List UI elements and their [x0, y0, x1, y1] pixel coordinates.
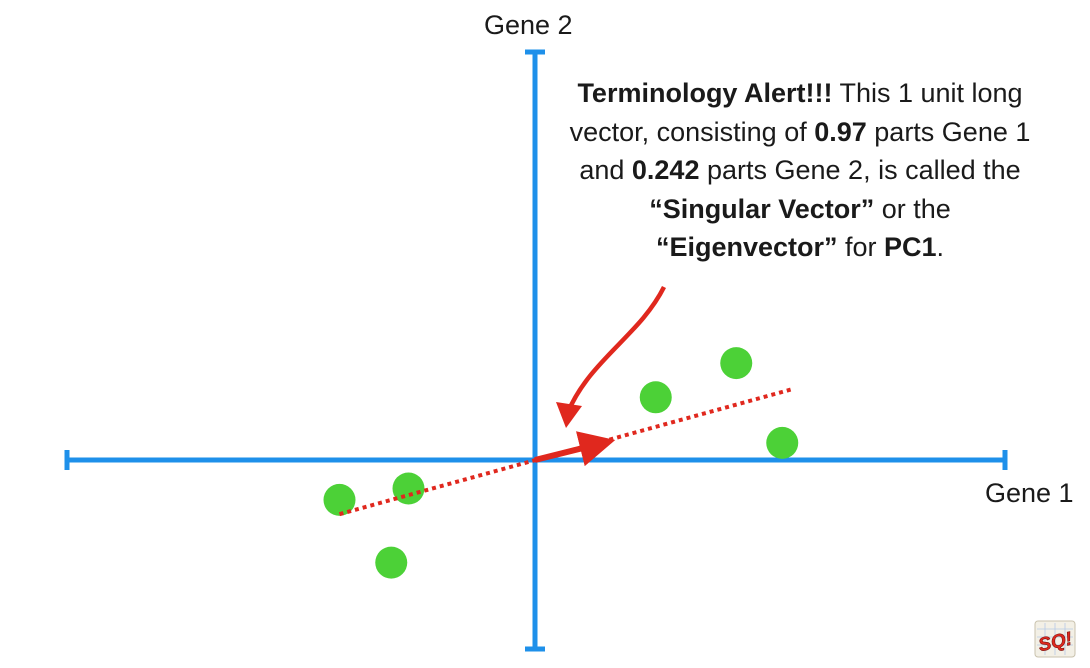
x-axis-label: Gene 1: [985, 478, 1074, 508]
data-point-4: [639, 381, 672, 414]
callout-text-4: or the: [874, 193, 951, 224]
gene2-value: 0.242: [631, 155, 700, 185]
pc1-term: PC1: [884, 232, 937, 262]
statquest-logo: SQ!: [1034, 620, 1076, 658]
y-axis-label: Gene 2: [484, 10, 573, 40]
singular-vector-term: “Singular Vector”: [649, 193, 875, 224]
data-point-5: [720, 347, 753, 380]
vector-layer: [338, 285, 795, 517]
data-point-6: [766, 426, 799, 459]
data-point-1: [323, 483, 356, 516]
singular-vector-arrow: [534, 431, 616, 467]
data-point-3: [375, 546, 408, 579]
callout-text-3: parts Gene 2, is called the: [699, 155, 1021, 185]
callout-pointer-arrow: [565, 285, 667, 413]
alert-heading: Terminology Alert!!!: [577, 78, 833, 108]
gene1-value: 0.97: [814, 116, 867, 147]
eigenvector-term: “Eigenvector”: [655, 232, 838, 262]
callout-pointer-head: [556, 402, 582, 428]
data-point-2: [392, 472, 425, 505]
callout-text-5: for: [837, 232, 885, 262]
data-points: [323, 347, 799, 579]
terminology-callout: Terminology Alert!!! This 1 unit long ve…: [555, 74, 1045, 267]
callout-text-6: .: [936, 232, 945, 262]
callout-text-2: parts Gene 1 and: [579, 116, 1031, 186]
callout-text-1: This 1 unit long vector, consisting of: [569, 78, 1023, 147]
